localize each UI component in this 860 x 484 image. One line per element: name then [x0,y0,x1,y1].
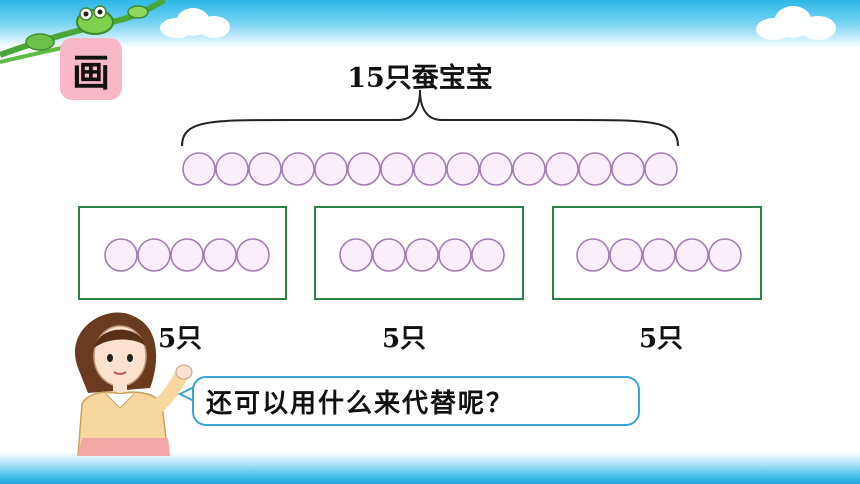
group-2-circle [372,238,406,272]
silkworm-circle [479,152,513,186]
group-1-circle [236,238,270,272]
group-1-circle [137,238,171,272]
bottom-sky-band [0,452,860,484]
silkworm-circle [182,152,216,186]
page-title: 15只蚕宝宝 [347,63,493,94]
silkworm-circle [611,152,645,186]
teacher-illustration [75,312,193,456]
silkworm-circle [644,152,678,186]
silkworm-circle [380,152,414,186]
group-2-circle [405,238,439,272]
silkworm-circle [347,152,381,186]
silkworm-circle [281,152,315,186]
silkworm-circle [314,152,348,186]
group-3-circle [609,238,643,272]
silkworm-circle [446,152,480,186]
silkworm-circle [512,152,546,186]
group-3-circle [642,238,676,272]
silkworm-circle [578,152,612,186]
group-1-circle [104,238,138,272]
draw-badge: 画 [60,38,122,100]
silkworm-circle [248,152,282,186]
silkworm-circle [545,152,579,186]
silkworm-circle [413,152,447,186]
question-speech-bubble: 还可以用什么来代替呢？ [192,376,640,426]
group-2-circle [339,238,373,272]
silkworm-circle [215,152,249,186]
group-1-circle [203,238,237,272]
group-count-3: 5只 [638,324,684,354]
group-count-1: 5只 [157,324,203,354]
group-2-circle [438,238,472,272]
group-2-circle [471,238,505,272]
group-3-circle [708,238,742,272]
cloud-left [160,6,230,40]
group-3-circle [576,238,610,272]
group-3-circle [675,238,709,272]
group-1-circle [170,238,204,272]
group-count-2: 5只 [381,324,427,354]
cloud-right [756,4,836,42]
vine-frog-decoration [0,0,167,64]
brace-bracket [181,89,679,147]
